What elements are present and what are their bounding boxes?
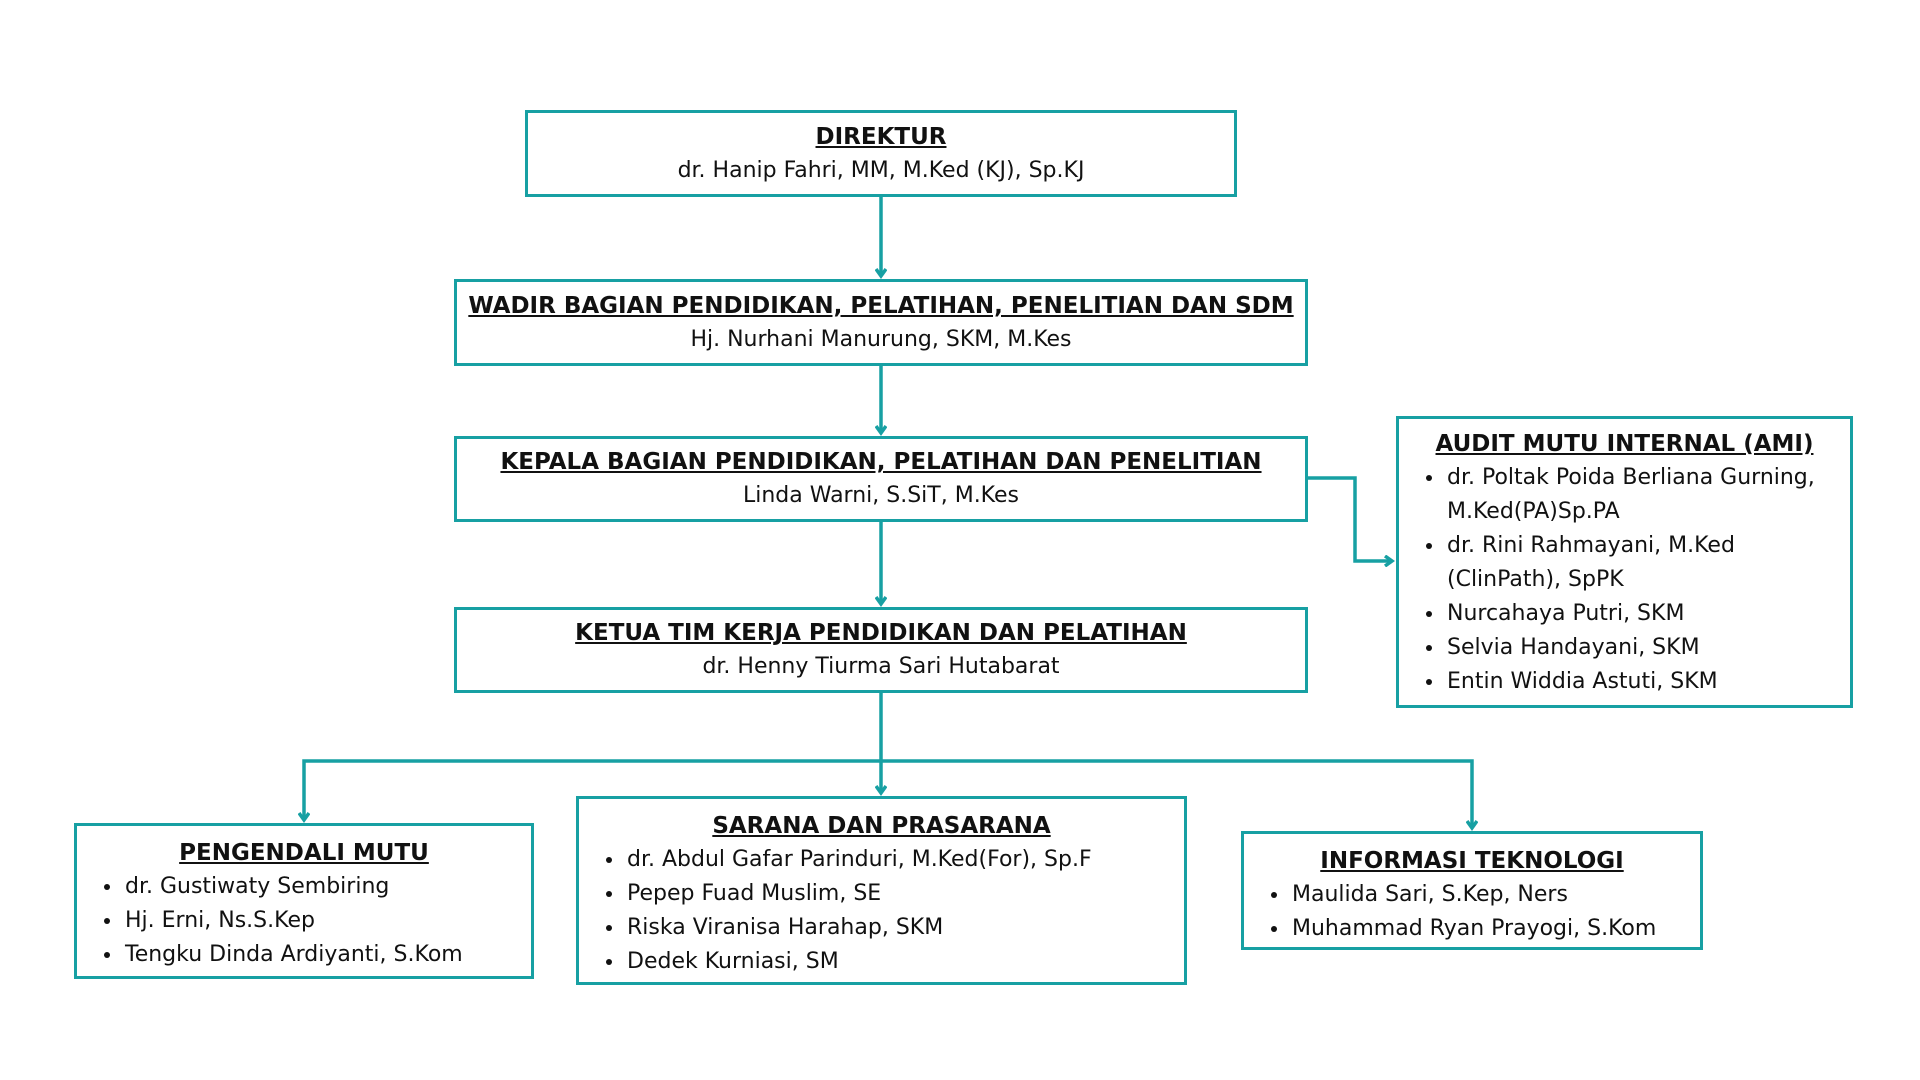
list-item: Muhammad Ryan Prayogi, S.Kom [1290, 912, 1700, 946]
ami-members: dr. Poltak Poida Berliana Gurning, M.Ked… [1399, 461, 1850, 699]
list-item: Pepep Fuad Muslim, SE [625, 877, 1184, 911]
connector-ketua-pengendali [304, 759, 881, 820]
list-item: Hj. Erni, Ns.S.Kep [123, 904, 531, 938]
pengendali-members: dr. Gustiwaty Sembiring Hj. Erni, Ns.S.K… [77, 870, 531, 972]
informasi-members: Maulida Sari, S.Kep, Ners Muhammad Ryan … [1244, 878, 1700, 946]
ami-box: AUDIT MUTU INTERNAL (AMI) dr. Poltak Poi… [1396, 416, 1853, 708]
wadir-name: Hj. Nurhani Manurung, SKM, M.Kes [690, 326, 1072, 352]
ketua-box: KETUA TIM KERJA PENDIDIKAN DAN PELATIHAN… [454, 607, 1308, 693]
list-item: dr. Poltak Poida Berliana Gurning, M.Ked… [1445, 461, 1830, 529]
list-item: dr. Rini Rahmayani, M.Ked (ClinPath), Sp… [1445, 529, 1830, 597]
sarana-prasarana-box: SARANA DAN PRASARANA dr. Abdul Gafar Par… [576, 796, 1187, 985]
connector-kepala-ami [1308, 476, 1392, 561]
wadir-box: WADIR BAGIAN PENDIDIKAN, PELATIHAN, PENE… [454, 279, 1308, 366]
list-item: Nurcahaya Putri, SKM [1445, 597, 1830, 631]
ketua-name: dr. Henny Tiurma Sari Hutabarat [702, 654, 1060, 679]
list-item: Selvia Handayani, SKM [1445, 631, 1830, 665]
ketua-title: KETUA TIM KERJA PENDIDIKAN DAN PELATIHAN [575, 620, 1187, 646]
kepala-title: KEPALA BAGIAN PENDIDIKAN, PELATIHAN DAN … [500, 449, 1262, 475]
list-item: Tengku Dinda Ardiyanti, S.Kom [123, 938, 531, 972]
direktur-title: DIREKTUR [815, 123, 947, 150]
list-item: Riska Viranisa Harahap, SKM [625, 911, 1184, 945]
sarana-title: SARANA DAN PRASARANA [712, 813, 1051, 839]
kepala-name: Linda Warni, S.SiT, M.Kes [742, 483, 1020, 508]
ami-title: AUDIT MUTU INTERNAL (AMI) [1435, 431, 1814, 457]
list-item: dr. Abdul Gafar Parinduri, M.Ked(For), S… [625, 843, 1184, 877]
informasi-teknologi-box: INFORMASI TEKNOLOGI Maulida Sari, S.Kep,… [1241, 831, 1703, 950]
informasi-title: INFORMASI TEKNOLOGI [1320, 848, 1624, 874]
list-item: Maulida Sari, S.Kep, Ners [1290, 878, 1700, 912]
list-item: dr. Gustiwaty Sembiring [123, 870, 531, 904]
kepala-box: KEPALA BAGIAN PENDIDIKAN, PELATIHAN DAN … [454, 436, 1308, 522]
connector-ketua-informasi [881, 759, 1472, 828]
pengendali-mutu-box: PENGENDALI MUTU dr. Gustiwaty Sembiring … [74, 823, 534, 979]
wadir-title: WADIR BAGIAN PENDIDIKAN, PELATIHAN, PENE… [468, 292, 1294, 319]
sarana-members: dr. Abdul Gafar Parinduri, M.Ked(For), S… [579, 843, 1184, 979]
list-item: Entin Widdia Astuti, SKM [1445, 665, 1830, 699]
pengendali-title: PENGENDALI MUTU [179, 840, 429, 866]
list-item: Dedek Kurniasi, SM [625, 945, 1184, 979]
direktur-box: DIREKTUR dr. Hanip Fahri, MM, M.Ked (KJ)… [525, 110, 1237, 197]
direktur-name: dr. Hanip Fahri, MM, M.Ked (KJ), Sp.KJ [677, 157, 1085, 183]
